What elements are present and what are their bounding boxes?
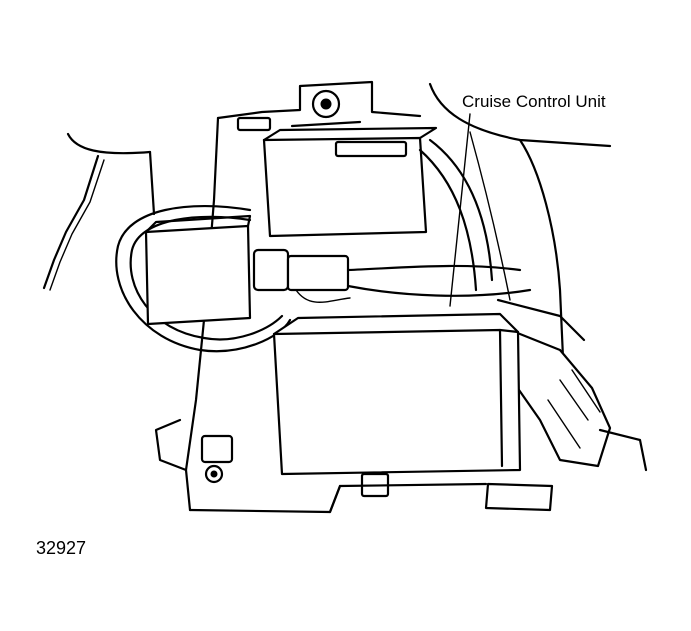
cruise-control-unit-box bbox=[272, 312, 522, 476]
lower-mounting-tabs bbox=[328, 472, 554, 514]
dash-trim-edge bbox=[42, 132, 156, 291]
callout-label: Cruise Control Unit bbox=[462, 92, 606, 111]
callout-leader-line bbox=[449, 113, 471, 307]
wiring-harness-loop bbox=[115, 205, 292, 353]
upper-relay-module bbox=[262, 89, 438, 238]
body-panel-right bbox=[428, 82, 612, 422]
wire-bundle-right bbox=[496, 298, 648, 472]
harness-plug bbox=[252, 138, 532, 303]
figure-number: 32927 bbox=[36, 538, 87, 558]
side-connector-block bbox=[144, 214, 252, 326]
